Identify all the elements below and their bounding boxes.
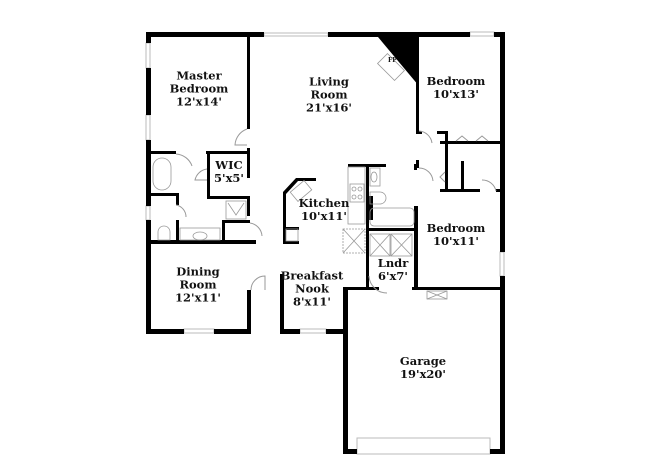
- room-name: Bedroom: [426, 74, 486, 88]
- room-name: Garage: [399, 354, 447, 368]
- room-name: Living: [309, 74, 349, 89]
- room-dimensions: 19'x20': [400, 367, 446, 381]
- room-name: Breakfast: [280, 268, 344, 283]
- room-name: Room: [310, 87, 348, 102]
- room-dimensions: 10'x13': [433, 87, 479, 101]
- room-dimensions: 12'x14': [176, 94, 222, 109]
- room-name: Kitchen: [298, 196, 350, 210]
- fireplace-label: FP: [388, 57, 397, 64]
- room-dimensions: 12'x11': [175, 290, 221, 305]
- room-name: Room: [179, 277, 217, 292]
- room-label-wic: WIC 5'x5': [214, 159, 244, 185]
- room-dimensions: 5'x5': [214, 171, 244, 185]
- room-label-bedroom-3: Bedroom 10'x11': [427, 222, 486, 248]
- walls: [146, 32, 505, 454]
- room-name: Nook: [295, 281, 329, 296]
- room-dimensions: 10'x11': [301, 209, 347, 223]
- room-dimensions: 8'x11': [293, 294, 331, 309]
- room-name: WIC: [215, 158, 243, 172]
- room-label-master-bedroom: Master Bedroom 12'x14': [169, 68, 229, 109]
- room-name: Bedroom: [426, 221, 486, 235]
- room-name: Master: [176, 68, 222, 83]
- room-label-living-room: Living Room 21'x16': [306, 74, 352, 115]
- room-dimensions: 10'x11': [433, 234, 479, 248]
- room-name: Lndr: [377, 256, 409, 270]
- room-dimensions: 21'x16': [306, 100, 352, 115]
- doors: [175, 128, 497, 294]
- room-label-bedroom-2: Bedroom 10'x13': [427, 75, 486, 101]
- room-label-dining-room: Dining Room 12'x11': [175, 264, 221, 305]
- room-name: Bedroom: [169, 81, 229, 96]
- room-name: Dining: [176, 264, 220, 279]
- room-label-breakfast-nook: Breakfast Nook 8'x11': [280, 268, 344, 309]
- room-label-garage: Garage 19'x20': [400, 355, 446, 381]
- room-dimensions: 6'x7': [378, 269, 408, 283]
- room-label-kitchen: Kitchen 10'x11': [299, 197, 350, 223]
- fixtures: [152, 52, 448, 300]
- room-label-laundry: Lndr 6'x7': [378, 257, 409, 283]
